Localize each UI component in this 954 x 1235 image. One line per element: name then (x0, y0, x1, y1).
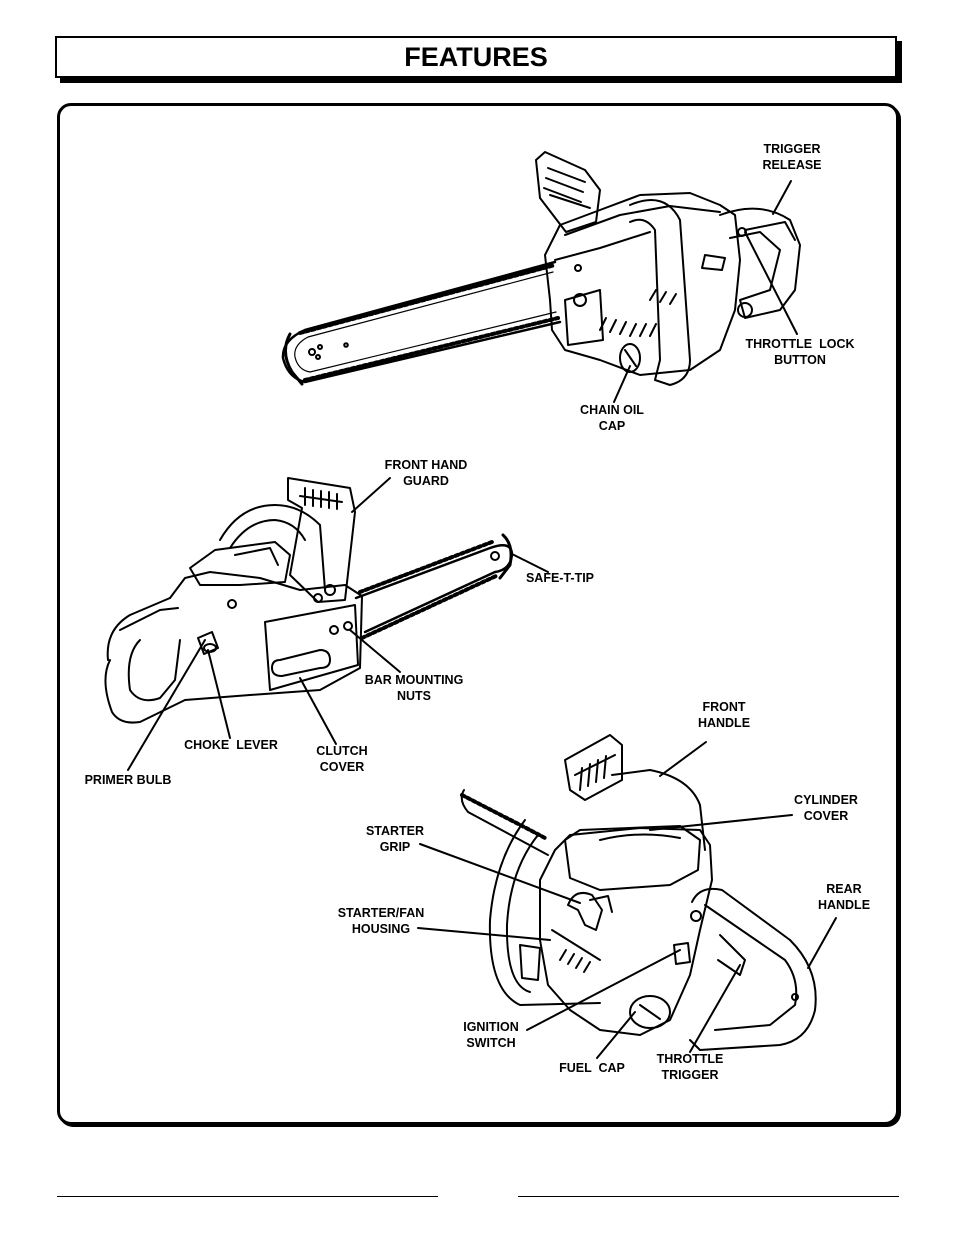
label-safe-t-tip: SAFE-T-TIP (525, 571, 595, 585)
footer-rule-right (518, 1196, 899, 1197)
page-title-box: FEATURES (55, 36, 897, 78)
label-throttle-trigger: THROTTLE TRIGGER (656, 1052, 724, 1082)
chainsaw-rear-icon (460, 734, 817, 1051)
label-starter-fan-housing: STARTER/FAN HOUSING (337, 906, 425, 936)
label-rear-handle: REAR HANDLE (817, 882, 871, 912)
label-choke-lever: CHOKE LEVER (184, 738, 278, 752)
label-front-handle: FRONT HANDLE (697, 700, 751, 730)
footer-rule-left (57, 1196, 438, 1197)
label-starter-grip: STARTER GRIP (365, 824, 425, 854)
chainsaw-side-icon (104, 477, 514, 724)
label-trigger-release: TRIGGER RELEASE (762, 142, 822, 172)
label-chain-oil-cap: CHAIN OIL CAP (580, 403, 644, 433)
label-fuel-cap: FUEL CAP (559, 1061, 625, 1075)
features-panel (57, 103, 899, 1125)
label-ignition-switch: IGNITION SWITCH (463, 1020, 519, 1050)
page-title: FEATURES (404, 41, 548, 72)
label-throttle-lock-button: THROTTLE LOCK BUTTON (745, 337, 855, 367)
chainsaw-top-icon (281, 151, 801, 386)
label-clutch-cover: CLUTCH COVER (316, 744, 368, 774)
label-cylinder-cover: CYLINDER COVER (794, 793, 858, 823)
label-bar-mounting-nuts: BAR MOUNTING NUTS (364, 673, 464, 703)
leader-lines (127, 180, 837, 1059)
label-primer-bulb: PRIMER BULB (84, 773, 172, 787)
label-front-hand-guard: FRONT HAND GUARD (384, 458, 468, 488)
